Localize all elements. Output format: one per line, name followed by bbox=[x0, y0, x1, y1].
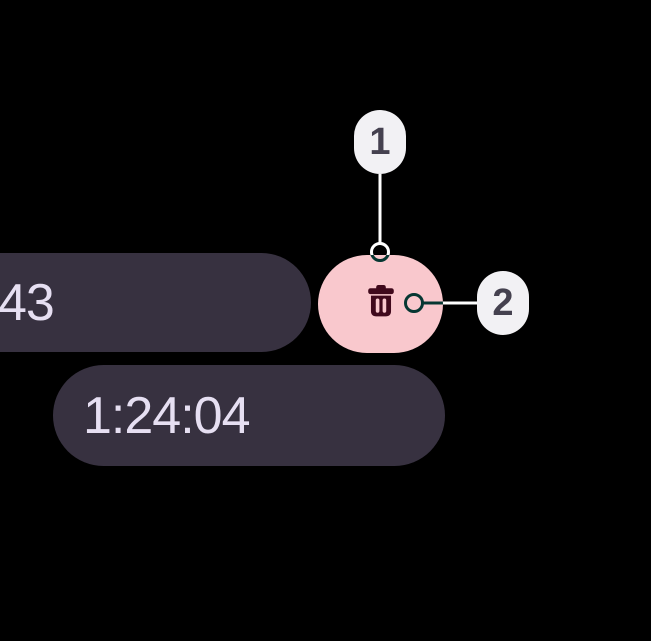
trash-icon bbox=[367, 285, 394, 317]
top-time-text: 43 bbox=[0, 273, 55, 332]
delete-button[interactable] bbox=[318, 255, 443, 353]
callout-badge-2-label: 2 bbox=[492, 282, 514, 324]
bottom-time-text: 1:24:04 bbox=[83, 386, 250, 445]
callout-badge-2: 2 bbox=[477, 271, 529, 335]
top-time-pill: 43 bbox=[0, 253, 311, 352]
callout-badge-1: 1 bbox=[354, 110, 406, 174]
bottom-time-pill: 1:24:04 bbox=[53, 365, 445, 466]
callout-badge-1-label: 1 bbox=[369, 121, 391, 163]
